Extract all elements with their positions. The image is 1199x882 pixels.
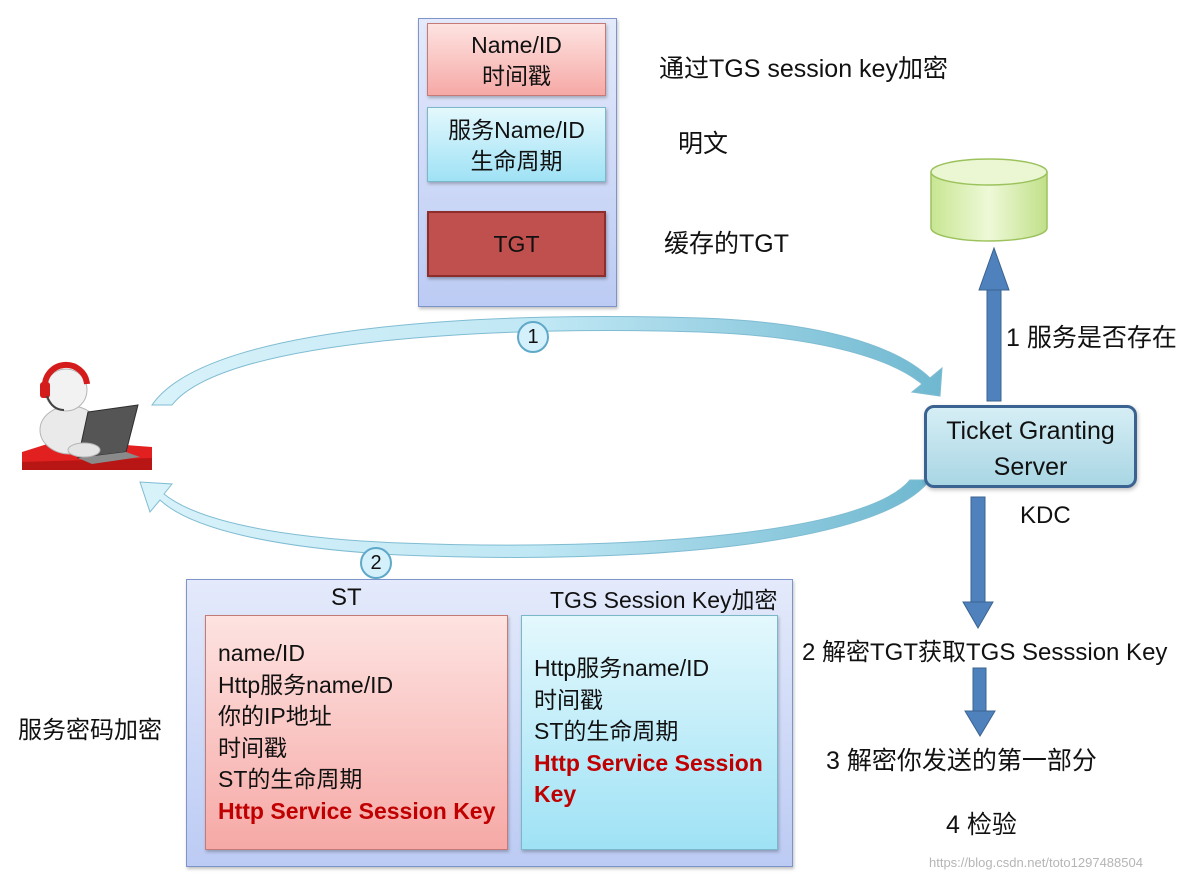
st-service-encrypted-box: name/ID Http服务name/ID 你的IP地址 时间戳 ST的生命周期…: [205, 615, 508, 850]
decrypt-tgt-arrow: [962, 496, 994, 630]
st-name-id: name/ID: [218, 640, 305, 666]
database-icon: [930, 158, 1048, 242]
tgs-session-key-encrypted-label: TGS Session Key加密: [550, 587, 778, 613]
tgs-session-encrypted-box: Http服务name/ID 时间戳 ST的生命周期 Http Service S…: [521, 615, 778, 850]
st-lifetime: ST的生命周期: [218, 766, 363, 792]
note-cached-tgt: 缓存的TGT: [664, 230, 789, 258]
check-service-arrow: [978, 246, 1010, 402]
note-encrypted: 通过TGS session key加密: [659, 55, 948, 83]
st-http-service-name: Http服务name/ID: [218, 671, 394, 698]
enc-http-service-session-key-line2: Key: [534, 781, 577, 807]
st-timestamp: 时间戳: [218, 734, 287, 761]
box1-line2: 时间戳: [482, 63, 551, 89]
enc-timestamp: 时间戳: [534, 686, 603, 713]
kdc-label: KDC: [1020, 502, 1071, 529]
step-decrypt-first-part-label: 3 解密你发送的第一部分: [826, 747, 1097, 775]
step-1-badge: 1: [517, 321, 549, 353]
server-line2: Server: [993, 453, 1068, 481]
server-line1: Ticket Granting: [946, 417, 1115, 445]
st-title: ST: [331, 584, 362, 611]
enc-http-service-session-key-line1: Http Service Session: [534, 749, 763, 776]
box2-line1: 服务Name/ID: [448, 117, 585, 143]
step-2-badge: 2: [360, 547, 392, 579]
ticket-granting-server: Ticket Granting Server: [924, 405, 1137, 488]
user-laptop-icon: [22, 361, 152, 470]
step-check-service-label: 1 服务是否存在: [1006, 324, 1177, 352]
step-verify-label: 4 检验: [946, 811, 1017, 839]
service-lifetime-box: 服务Name/ID 生命周期: [427, 107, 606, 182]
box1-line1: Name/ID: [471, 32, 562, 58]
note-plaintext: 明文: [678, 130, 729, 158]
step-decrypt-tgt-label: 2 解密TGT获取TGS Sesssion Key: [802, 639, 1168, 666]
service-password-encrypted-label: 服务密码加密: [18, 717, 162, 744]
watermark: https://blog.csdn.net/toto1297488504: [929, 855, 1143, 870]
st-ip-address: 你的IP地址: [218, 703, 332, 729]
enc-st-lifetime: ST的生命周期: [534, 718, 679, 744]
tgt-box: TGT: [427, 211, 606, 277]
enc-http-service-name: Http服务name/ID: [534, 655, 710, 681]
name-id-timestamp-box: Name/ID 时间戳: [427, 23, 606, 96]
tgt-label: TGT: [493, 231, 540, 257]
request-curve-arrow: [151, 315, 943, 406]
decrypt-first-part-arrow: [964, 667, 996, 737]
st-http-service-session-key: Http Service Session Key: [218, 797, 496, 824]
box2-line2: 生命周期: [470, 148, 563, 174]
response-curve-arrow: [139, 479, 932, 558]
